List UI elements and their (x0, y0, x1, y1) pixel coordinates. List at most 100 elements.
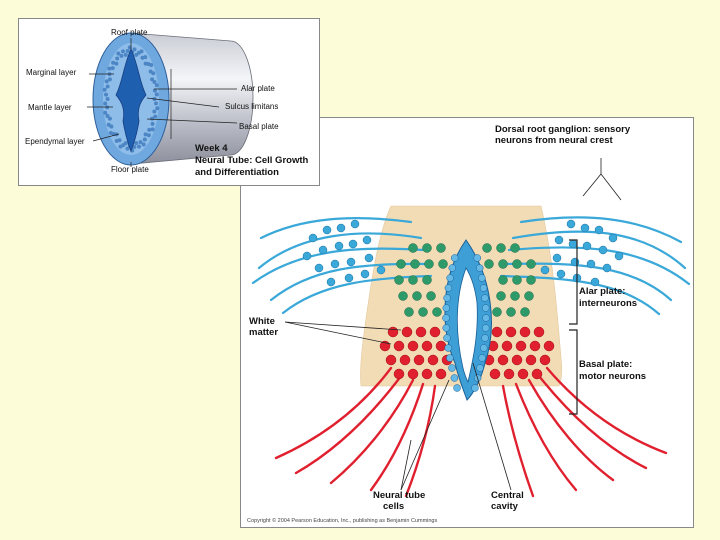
motor-neuron (539, 354, 551, 366)
sensory-neuron (568, 239, 578, 249)
sensory-neuron (350, 219, 360, 229)
neural-tube-cell (482, 324, 490, 332)
neural-tube-cell (450, 254, 459, 262)
motor-neuron (421, 340, 433, 352)
label-basal-plate-line2: motor neurons (579, 371, 646, 382)
sensory-neuron (326, 277, 336, 287)
label-marginal-layer: Marginal layer (26, 68, 77, 77)
neural-tube-cell (482, 314, 490, 322)
neural-tube-cell (481, 294, 489, 302)
label-dorsal-root-line2: neurons from neural crest (495, 135, 614, 146)
sensory-neuron (330, 259, 340, 269)
sensory-neuron (362, 235, 372, 245)
label-floor-plate: Floor plate (111, 165, 149, 174)
motor-neuron (543, 340, 555, 352)
mantle-cell (104, 79, 109, 84)
basal-plate-motor-neurons (379, 326, 555, 380)
mantle-cell (150, 121, 155, 126)
interneuron (506, 307, 516, 317)
mantle-cell (147, 127, 152, 132)
neural-tube-cell (473, 254, 482, 262)
motor-neuron (531, 368, 543, 380)
mantle-cell (105, 105, 110, 110)
sensory-neuron (364, 253, 374, 263)
motor-neuron (387, 326, 399, 338)
motor-neuron (393, 340, 405, 352)
mantle-cell (105, 114, 110, 119)
neural-tube-cell (479, 284, 488, 292)
label-mantle-layer: Mantle layer (28, 103, 72, 112)
motor-neuron (533, 326, 545, 338)
neural-tube-cell (443, 294, 451, 302)
neural-tube-section-diagram: Dorsal root ganglion: sensory neurons fr… (247, 124, 691, 524)
label-white-matter-line2: matter (249, 327, 278, 338)
motor-neuron (407, 340, 419, 352)
mantle-cell (105, 97, 110, 101)
motor-neuron (505, 326, 517, 338)
mantle-cell (154, 92, 159, 97)
mantle-cell (116, 51, 121, 56)
motor-neuron (429, 326, 441, 338)
mantle-cell (152, 79, 157, 84)
neural-tube-cylinder-diagram: Roof plate Marginal layer Mantle layer E… (25, 28, 309, 178)
interneuron (512, 275, 522, 285)
top-title-line2: Neural Tube: Cell Growth (195, 155, 309, 166)
motor-neuron (491, 326, 503, 338)
motor-neuron (501, 340, 513, 352)
label-dorsal-root-line1: Dorsal root ganglion: sensory (495, 124, 631, 135)
label-sulcus-limitans: Sulcus limitans (225, 102, 278, 111)
sensory-neuron (360, 269, 370, 279)
interneuron (404, 307, 414, 317)
interneuron (484, 259, 494, 269)
neural-tube-cell (453, 384, 461, 392)
neural-tube-cell (443, 334, 451, 342)
neural-tube-cell (478, 274, 486, 282)
label-ependymal-layer: Ependymal layer (25, 137, 85, 146)
interneuron (424, 259, 434, 269)
mantle-cell (138, 140, 143, 145)
motor-neuron (503, 368, 515, 380)
neural-tube-cell (481, 334, 489, 342)
mantle-cell (155, 106, 160, 111)
mantle-cell (119, 53, 124, 58)
motor-neuron (399, 354, 411, 366)
sensory-neuron (318, 245, 328, 255)
interneuron (492, 307, 502, 317)
sensory-neuron (594, 225, 604, 235)
sensory-neuron (344, 273, 354, 283)
interneuron (510, 291, 520, 301)
top-leader-lines (87, 38, 238, 167)
interneuron (432, 307, 442, 317)
neural-tube-cell (476, 364, 484, 372)
mantle-cell (152, 88, 157, 93)
mantle-cell (103, 101, 108, 106)
mantle-cell (150, 77, 155, 82)
mantle-cell (150, 116, 155, 121)
motor-neuron (401, 326, 413, 338)
sensory-neuron (580, 223, 590, 233)
sensory-neuron (582, 241, 592, 251)
interneuron (436, 243, 446, 253)
cross-section-face (92, 32, 170, 166)
mantle-cell (152, 109, 157, 114)
label-neural-tube-cells-line2: cells (383, 501, 404, 512)
sensory-neuron (314, 263, 324, 273)
sensory-neuron (336, 223, 346, 233)
interneuron (498, 275, 508, 285)
mantle-cell (143, 55, 148, 60)
region-brackets (569, 239, 578, 415)
motor-neuron (515, 340, 527, 352)
interneuron (526, 275, 536, 285)
interneuron (418, 307, 428, 317)
mantle-cell (123, 52, 128, 57)
mantle-cell (146, 133, 151, 138)
mantle-cell (102, 87, 107, 92)
mantle-cell (115, 56, 120, 61)
sensory-neuron (598, 245, 608, 255)
sensory-fibers (251, 216, 691, 316)
mantle-cell (107, 116, 112, 121)
interneuron (510, 243, 520, 253)
interneuron (396, 259, 406, 269)
sensory-neuron (348, 239, 358, 249)
neural-tube-cell (478, 354, 486, 362)
